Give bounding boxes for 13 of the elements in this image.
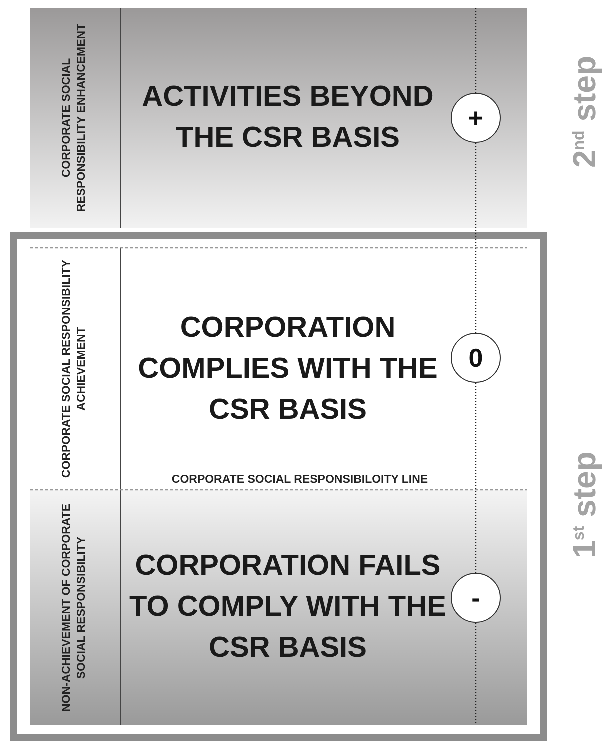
row-label: NON-ACHIEVEMENT OF CORPORATE SOCIAL RESPONSIBILITY bbox=[60, 502, 89, 714]
level-description: CORPORATION FAILS TO COMPLY WITH THE CSR BASIS bbox=[128, 549, 448, 666]
step-frame bbox=[10, 232, 547, 741]
level-circle: 0 bbox=[451, 333, 501, 383]
level-band bbox=[30, 8, 527, 228]
line-label: CORPORATE SOCIAL RESPONSIBILOITY LINE bbox=[172, 474, 428, 486]
level-circle: - bbox=[451, 573, 501, 623]
level-description: ACTIVITIES BEYOND THE CSR BASIS bbox=[141, 80, 435, 156]
level-circle: + bbox=[451, 93, 501, 143]
row-label: CORPORATE SOCIAL RESPONSIBILITY ENHANCEMENT bbox=[60, 22, 89, 214]
level-band bbox=[30, 490, 527, 725]
row-label: CORPORATE SOCIAL RESPONSIBILITY ACHIEVEMENT bbox=[60, 258, 89, 480]
level-description: CORPORATION COMPLIES WITH THE CSR BASIS bbox=[137, 310, 439, 428]
